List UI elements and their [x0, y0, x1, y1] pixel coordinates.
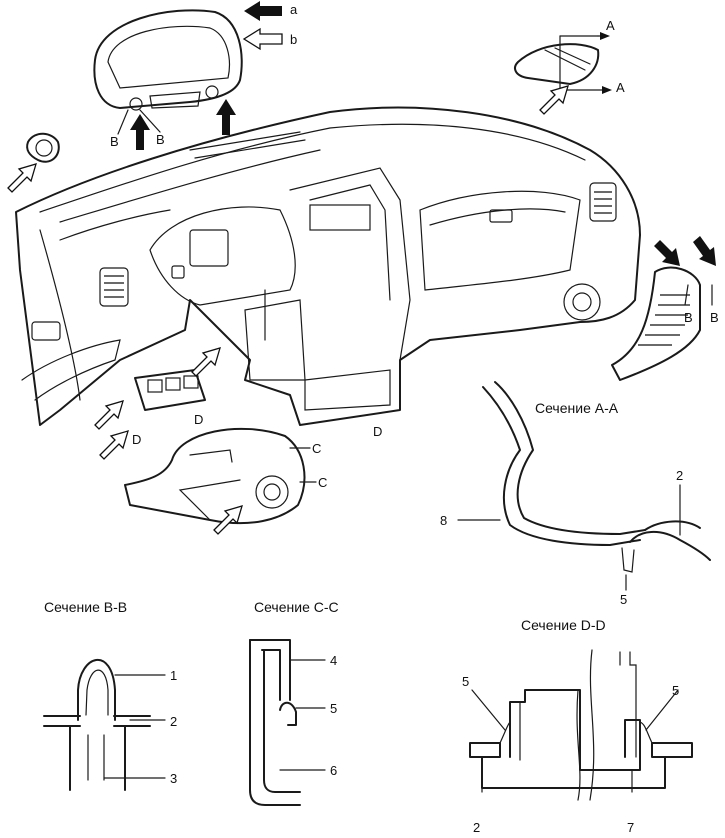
label-leaders — [117, 109, 713, 483]
label-D-1: D — [194, 412, 203, 427]
section-cc: Сечение C-C 4 5 6 — [249, 599, 339, 806]
section-bb-title: Сечение B-B — [44, 599, 127, 615]
callout-dd-5-left: 5 — [462, 674, 469, 689]
steering-column-cover — [124, 427, 306, 525]
label-D-2: D — [132, 432, 141, 447]
callout-cc-6: 6 — [330, 763, 337, 778]
callout-cc-5: 5 — [330, 701, 337, 716]
dashboard-panel — [15, 106, 641, 426]
callout-dd-5-right: 5 — [672, 683, 679, 698]
section-bb: Сечение B-B 1 2 3 — [43, 599, 177, 791]
label-C-1: C — [312, 441, 321, 456]
callout-bb-3: 3 — [170, 771, 177, 786]
label-a: a — [290, 2, 298, 17]
label-b: b — [290, 32, 297, 47]
section-aa-title: Сечение A-A — [535, 400, 619, 416]
label-D-3: D — [373, 424, 382, 439]
label-C-2: C — [318, 475, 327, 490]
section-cc-title: Сечение C-C — [254, 599, 339, 615]
label-A-bottom: A — [616, 80, 625, 95]
side-vent-left — [26, 132, 60, 163]
instrument-cluster-bezel — [93, 9, 243, 111]
label-B-3: B — [684, 310, 693, 325]
label-B-2: B — [156, 132, 165, 147]
callout-dd-7: 7 — [627, 820, 634, 835]
side-vent-right — [514, 35, 603, 91]
label-B-1: B — [110, 134, 119, 149]
callout-cc-4: 4 — [330, 653, 337, 668]
callout-aa-2: 2 — [676, 468, 683, 483]
label-A-top: A — [606, 18, 615, 33]
section-dd-title: Сечение D-D — [521, 617, 606, 633]
section-a-pointers — [597, 32, 612, 94]
callout-dd-2: 2 — [473, 820, 480, 835]
right-end-panel — [611, 266, 701, 381]
section-aa: Сечение A-A 8 2 5 — [440, 381, 711, 607]
fastener-arrows — [7, 1, 716, 535]
arrow-solid-a — [244, 1, 282, 21]
label-B-4: B — [710, 310, 719, 325]
callout-bb-1: 1 — [170, 668, 177, 683]
switch-panel — [134, 369, 206, 411]
callout-aa-8: 8 — [440, 513, 447, 528]
callout-aa-5: 5 — [620, 592, 627, 607]
callout-bb-2: 2 — [170, 714, 177, 729]
arrow-hollow-b — [242, 27, 283, 51]
section-dd: Сечение D-D 5 5 2 7 — [462, 617, 693, 835]
